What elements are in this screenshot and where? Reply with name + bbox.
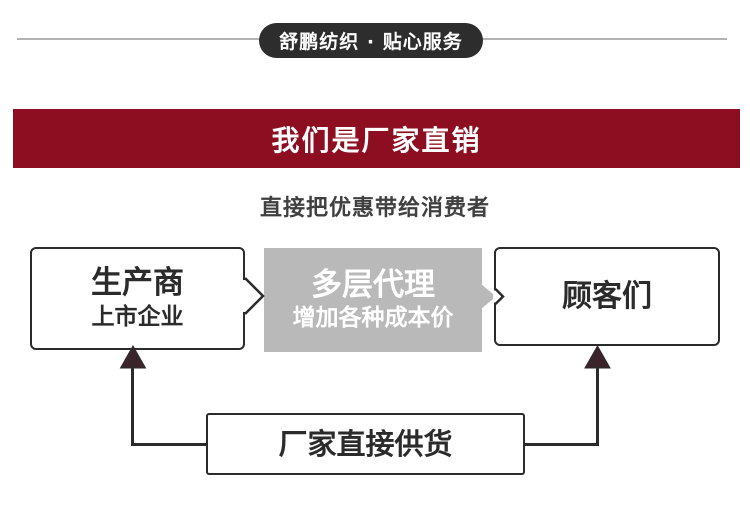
right-connector-line	[524, 367, 599, 446]
supply-title: 厂家直接供货	[278, 426, 453, 461]
producer-box: 生产商 上市企业	[30, 247, 245, 350]
banner: 我们是厂家直销	[13, 109, 740, 168]
right-arrowhead-icon	[584, 344, 611, 369]
customers-box: 顾客们	[494, 247, 720, 346]
producer-chevron-icon	[244, 277, 265, 315]
supply-box: 厂家直接供货	[206, 413, 525, 475]
subtitle: 直接把优惠带给消费者	[259, 196, 490, 221]
left-connector-line	[131, 367, 207, 446]
brand-badge-label: 舒鹏纺织 · 贴心服务	[279, 31, 463, 53]
agents-title: 多层代理	[311, 266, 435, 303]
brand-badge: 舒鹏纺织 · 贴心服务	[259, 23, 483, 58]
agents-box: 多层代理 增加各种成本价	[264, 248, 482, 352]
agents-subtitle: 增加各种成本价	[292, 305, 454, 332]
producer-subtitle: 上市企业	[91, 303, 184, 330]
flow-diagram: 生产商 上市企业 多层代理 增加各种成本价 顾客们 厂家直接供货	[0, 240, 750, 514]
banner-title: 我们是厂家直销	[271, 123, 482, 157]
producer-title: 生产商	[91, 265, 184, 302]
customers-title: 顾客们	[562, 278, 652, 314]
